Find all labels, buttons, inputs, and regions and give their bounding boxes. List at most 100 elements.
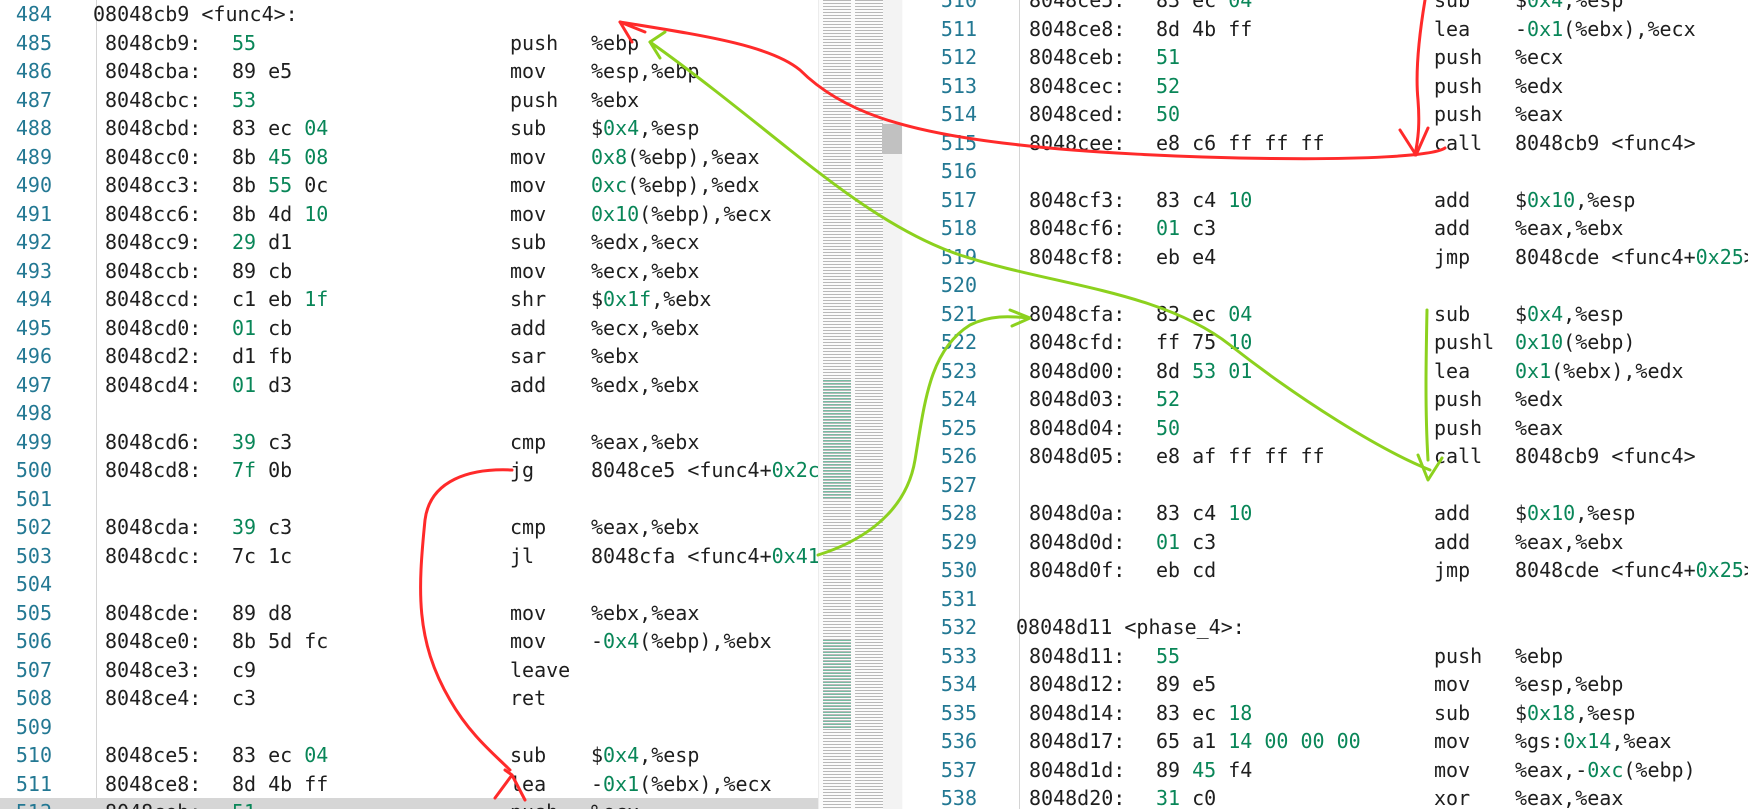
line-number: 524 xyxy=(940,387,977,411)
opcode-byte-segment: 8b 5d fc xyxy=(232,629,329,653)
line-number: 529 xyxy=(940,529,977,554)
code-line[interactable]: 527 xyxy=(903,471,1748,500)
mnemonic: jmp xyxy=(1434,244,1471,269)
operands: 0x10(%ebp) xyxy=(1515,328,1635,357)
operand-segment: %eax xyxy=(1515,415,1564,440)
opcode-byte-segment: 83 c4 xyxy=(1156,187,1229,212)
vertical-scrollbar[interactable] xyxy=(883,0,902,809)
code-line[interactable]: 531 xyxy=(903,585,1748,614)
code-line[interactable]: 498 xyxy=(0,399,818,428)
code-line[interactable]: 504 xyxy=(0,570,818,599)
line-number: 537 xyxy=(940,757,977,782)
operand-segment: - xyxy=(591,771,604,796)
line-number: 535 xyxy=(940,700,977,725)
line-number: 511 xyxy=(15,771,52,796)
opcode-byte-segment: 7f xyxy=(232,458,257,482)
operand-segment: %edx,%ebx xyxy=(591,372,700,397)
opcode-bytes: 83 c4 10 xyxy=(1156,186,1252,215)
operands: %edx,%ebx xyxy=(591,371,699,400)
operands: %eax,-0xc(%ebp) xyxy=(1515,756,1696,785)
instruction-address: 8048ce0: xyxy=(105,629,202,653)
opcode-byte-segment: c3 xyxy=(256,515,293,539)
operand-segment: ,%esp xyxy=(1575,501,1636,525)
opcode-bytes: 7f 0b xyxy=(232,456,292,485)
code-line[interactable]: 516 xyxy=(903,157,1748,186)
opcode-byte-segment: 8b xyxy=(232,144,269,169)
instruction-address: 8048cf6: xyxy=(1029,216,1126,240)
operand-segment: %ecx,%ebx xyxy=(591,258,700,283)
code-line[interactable]: 509 xyxy=(0,713,818,742)
opcode-bytes: 01 d3 xyxy=(232,371,292,400)
instruction-address: 8048cde: xyxy=(105,600,202,625)
opcode-bytes: 83 ec 04 xyxy=(232,741,328,770)
code-line[interactable]: 501 xyxy=(0,485,818,514)
instruction-address: 8048ce3: xyxy=(105,657,202,682)
operands: %ecx xyxy=(591,798,639,809)
mnemonic: jmp xyxy=(1434,558,1471,582)
mnemonic: lea xyxy=(1434,358,1471,383)
line-number: 494 xyxy=(15,287,52,311)
code-line[interactable]: 520 xyxy=(903,271,1748,300)
instruction-address: 8048cf8: xyxy=(1029,244,1126,269)
opcode-bytes: 52 xyxy=(1156,385,1180,414)
line-number: 512 xyxy=(940,45,977,69)
instruction-address: 8048d20: xyxy=(1029,786,1126,809)
mnemonic: shr xyxy=(510,287,547,311)
line-number: 518 xyxy=(940,216,977,240)
scrollbar-thumb[interactable] xyxy=(882,124,902,154)
opcode-byte-segment: 55 xyxy=(268,173,293,197)
